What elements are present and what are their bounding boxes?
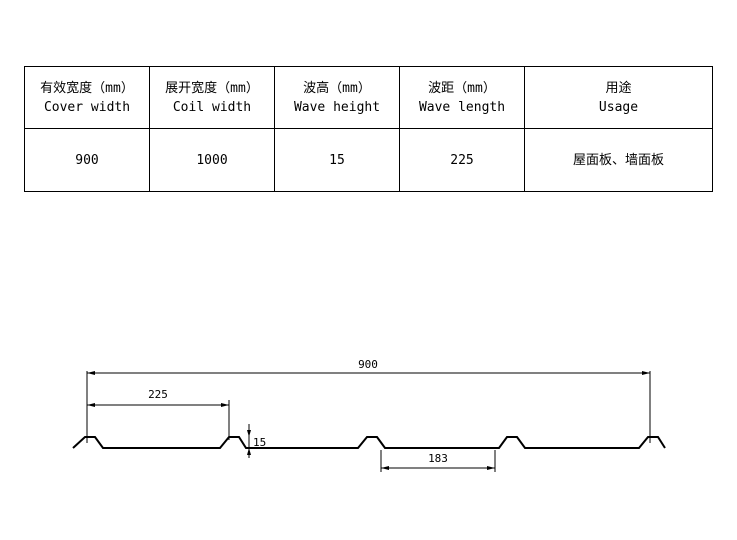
header-wave-height: 波高（mm） Wave height [274,66,400,129]
header-usage: 用途 Usage [524,66,713,129]
table-header-row: 有效宽度（mm） Cover width 展开宽度（mm） Coil width… [24,66,713,129]
dim-total-width [86,371,651,443]
header-coil-width: 展开宽度（mm） Coil width [149,66,275,129]
header-wave-height-cn: 波高（mm） [303,80,371,96]
dim-wave-length [86,400,230,440]
header-coil-width-cn: 展开宽度（mm） [165,80,259,96]
cell-wave-height: 15 [274,128,400,192]
dim-total-width-label: 900 [358,358,378,371]
dim-valley-width-label: 183 [428,452,448,465]
cell-wave-length: 225 [399,128,525,192]
header-wave-length-en: Wave length [418,99,506,115]
header-coil-width-en: Coil width [172,99,252,115]
header-cover-width: 有效宽度（mm） Cover width [24,66,150,129]
header-wave-length-cn: 波距（mm） [428,80,496,96]
dim-valley-width [380,450,496,472]
header-usage-en: Usage [598,99,639,115]
sheet-profile-line [72,436,666,449]
header-wave-length: 波距（mm） Wave length [399,66,525,129]
spec-table: 有效宽度（mm） Cover width 展开宽度（mm） Coil width… [24,66,713,192]
header-usage-cn: 用途 [605,80,632,96]
dim-wave-height [247,424,251,458]
header-wave-height-en: Wave height [293,99,381,115]
header-cover-width-en: Cover width [43,99,131,115]
cell-usage: 屋面板、墙面板 [524,128,713,192]
header-cover-width-cn: 有效宽度（mm） [40,80,134,96]
table-row: 900 1000 15 225 屋面板、墙面板 [24,128,713,192]
dim-wave-height-label: 15 [253,436,266,449]
dim-wave-length-label: 225 [148,388,168,401]
